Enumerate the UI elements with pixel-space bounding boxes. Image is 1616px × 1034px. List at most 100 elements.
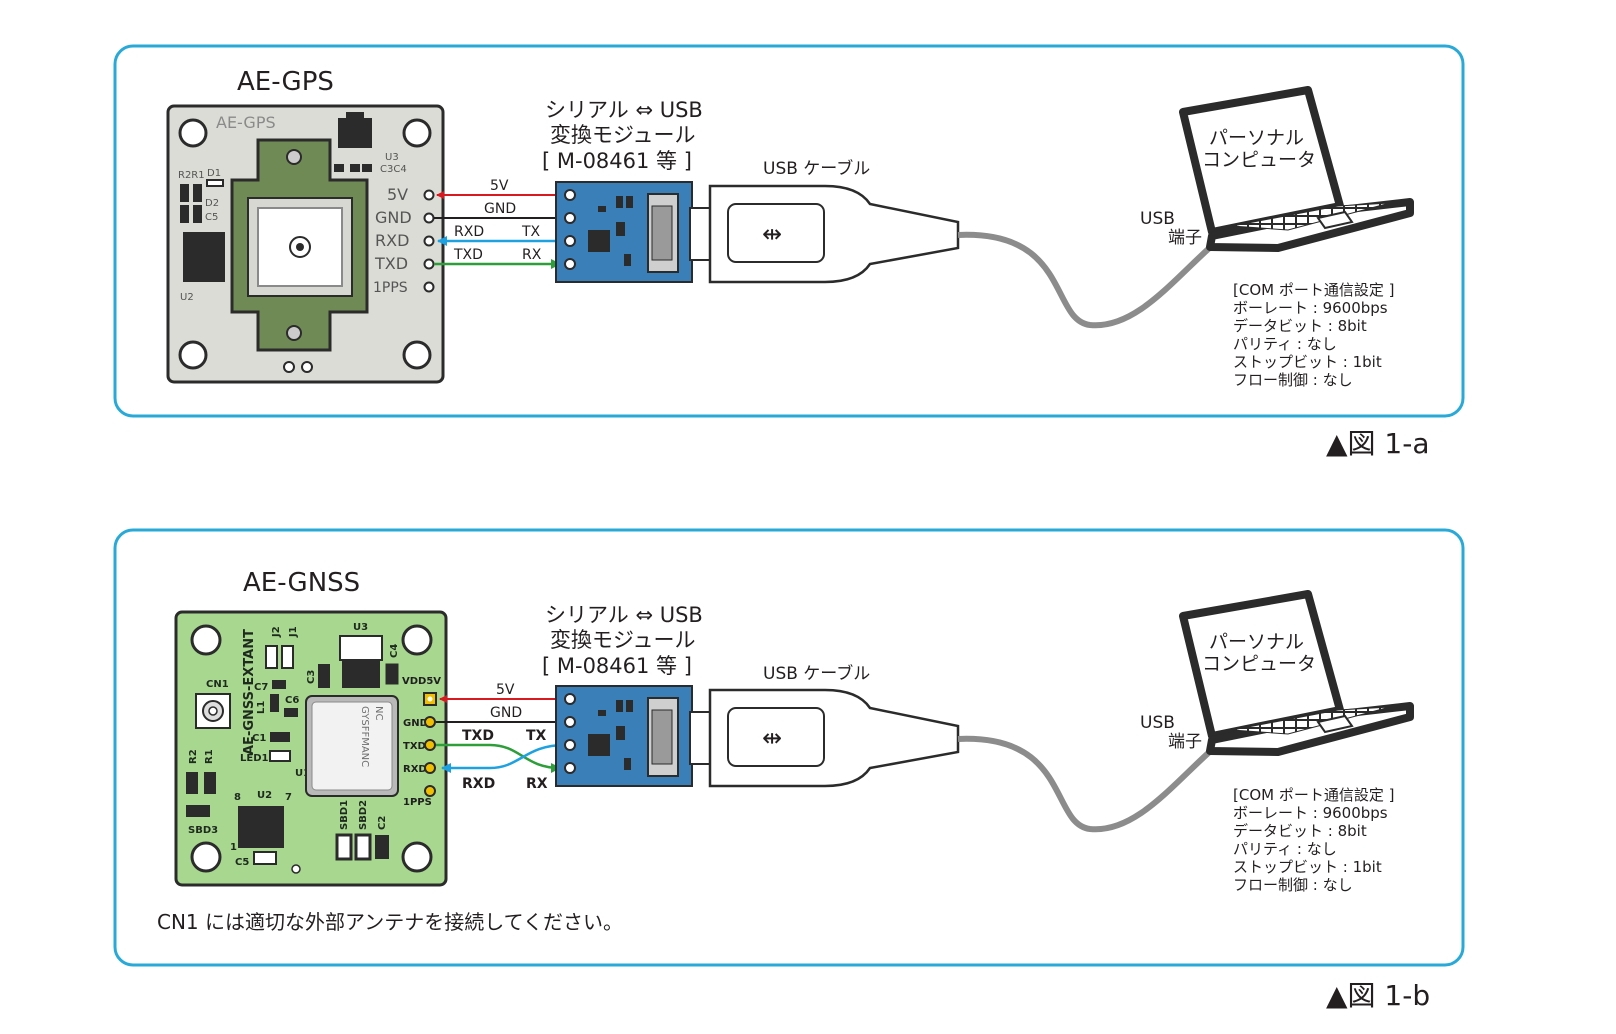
module-marking-1: NC — [373, 706, 384, 720]
mount-hole — [190, 841, 222, 873]
silk-c2: C2 — [377, 816, 388, 830]
silk-u3: U3 — [353, 622, 368, 633]
pin-label-rxd: RXD — [375, 231, 409, 250]
com-setting-line: ボーレート : 9600bps — [1233, 299, 1388, 317]
silk-7: 7 — [285, 792, 292, 803]
wire-rxd-tx — [441, 743, 566, 773]
figure-caption-a: ▲図 1-a — [1326, 427, 1430, 460]
module-title-line3: [ M-08461 等 ] — [542, 149, 692, 173]
wire-label-txd: TXD — [462, 728, 494, 744]
wire-label-txd: TXD — [453, 247, 483, 263]
mount-hole — [178, 340, 208, 370]
module-title-line2: 変換モジュール — [550, 123, 696, 147]
usb-symbol-icon: ⇹ — [762, 220, 782, 248]
wire-label-5v: 5V — [490, 178, 509, 194]
pin-label-gnd: GND — [403, 718, 428, 729]
usb-port-label-2: 端子 — [1168, 228, 1202, 248]
silk-c5: C5 — [235, 857, 249, 868]
mount-hole — [401, 624, 433, 656]
silk-cn1: CN1 — [206, 679, 229, 690]
silk-r1: R1 — [204, 749, 215, 764]
pin-label-txd: TXD — [374, 254, 408, 273]
silk-c5: C5 — [205, 212, 218, 223]
wire-label-rxd: RXD — [454, 224, 484, 240]
com-setting-line: ボーレート : 9600bps — [1233, 804, 1388, 822]
usb-plug: ⇹ — [689, 184, 960, 284]
silk-r2r1: R2R1 — [178, 170, 205, 181]
usb-cable — [957, 227, 1232, 329]
usb-port-label-2: 端子 — [1168, 732, 1202, 752]
panel-a: AE-GPS AE-GPS U3 C3C4 D1 R2R1 D2 C5 — [113, 44, 1465, 460]
silk-u1: U1 — [295, 768, 310, 779]
module-title-line2: 変換モジュール — [550, 628, 696, 652]
pin-label-1pps: 1PPS — [403, 797, 432, 808]
com-setting-line: フロー制御 : なし — [1233, 876, 1353, 894]
mount-hole — [178, 118, 208, 148]
com-setting-line: パリティ : なし — [1233, 840, 1337, 858]
board-silk-label: AE-GPS — [216, 113, 276, 132]
usb-plug: ⇹ — [689, 688, 960, 788]
com-settings: [COM ポート通信設定 ] ボーレート : 9600bps データビット : … — [1233, 786, 1394, 894]
wire-label-rxd: RXD — [462, 776, 495, 792]
pin-label-rxd: RXD — [403, 764, 427, 775]
silk-d1: D1 — [207, 168, 221, 179]
module-title-line1: シリアル ⇔ USB — [545, 98, 703, 122]
silk-u3: U3 — [385, 152, 399, 163]
com-settings: [COM ポート通信設定 ] ボーレート : 9600bps データビット : … — [1233, 281, 1394, 389]
com-setting-line: ストップビット : 1bit — [1233, 353, 1382, 371]
mount-hole — [401, 841, 433, 873]
silk-u2: U2 — [180, 292, 194, 303]
usb-serial-module — [555, 181, 693, 283]
mount-hole — [402, 340, 432, 370]
pin-label-txd: TXD — [403, 741, 426, 752]
silk-sbd2: SBD2 — [358, 800, 369, 830]
mount-hole — [190, 624, 222, 656]
laptop-icon — [1179, 86, 1414, 252]
silk-c3c4: C3C4 — [380, 164, 407, 175]
pin-label-1pps: 1PPS — [373, 280, 408, 296]
usb-port-label-1: USB — [1140, 713, 1175, 733]
usb-cable — [957, 731, 1232, 833]
com-setting-line: [COM ポート通信設定 ] — [1233, 281, 1394, 299]
wire-label-rx: RX — [526, 776, 548, 792]
silk-c6: C6 — [285, 695, 299, 706]
antenna-note: CN1 には適切な外部アンテナを接続してください。 — [157, 910, 623, 934]
usb-cable-label: USB ケーブル — [763, 158, 870, 179]
ae-gps-board: AE-GPS U3 C3C4 D1 R2R1 D2 C5 U2 — [166, 104, 445, 384]
silk-u2: U2 — [257, 790, 272, 801]
silk-c7: C7 — [254, 682, 268, 693]
silk-c1: C1 — [252, 733, 266, 744]
com-setting-line: [COM ポート通信設定 ] — [1233, 786, 1394, 804]
panel-a-frame — [113, 44, 1465, 418]
usb-cable-label: USB ケーブル — [763, 663, 870, 684]
silk-led1: LED1 — [240, 753, 269, 764]
silk-c3: C3 — [306, 670, 317, 684]
wire-label-tx: TX — [521, 224, 541, 240]
pc-label-1: パーソナル — [1209, 127, 1304, 149]
com-setting-line: フロー制御 : なし — [1233, 371, 1353, 389]
usb-symbol-icon: ⇹ — [762, 724, 782, 752]
chip-u2 — [183, 232, 225, 282]
usb-port-label-1: USB — [1140, 209, 1175, 229]
mount-hole — [402, 118, 432, 148]
panel-b-frame — [113, 528, 1465, 967]
com-setting-line: データビット : 8bit — [1233, 822, 1367, 840]
silk-1: 1 — [230, 842, 237, 853]
silk-j2: J2 — [271, 626, 282, 638]
module-marking-2: GYSFFMANC — [359, 706, 370, 767]
silk-sbd3: SBD3 — [188, 825, 218, 836]
board-silk-label: AE-GNSS-EXTANT — [242, 629, 257, 755]
pin-label-5v: 5V — [387, 185, 408, 204]
silk-8: 8 — [234, 792, 241, 803]
silk-d2: D2 — [205, 198, 219, 209]
pin-label-vdd5v: VDD5V — [402, 676, 441, 687]
figure-caption-b: ▲図 1-b — [1326, 979, 1430, 1012]
usb-serial-module — [555, 685, 693, 787]
laptop-icon — [1179, 590, 1414, 756]
com-setting-line: データビット : 8bit — [1233, 317, 1367, 335]
pin-label-gnd: GND — [375, 208, 412, 227]
gnss-board-title: AE-GNSS — [243, 568, 360, 598]
wire-label-5v: 5V — [496, 682, 515, 698]
silk-r2: R2 — [188, 749, 199, 764]
